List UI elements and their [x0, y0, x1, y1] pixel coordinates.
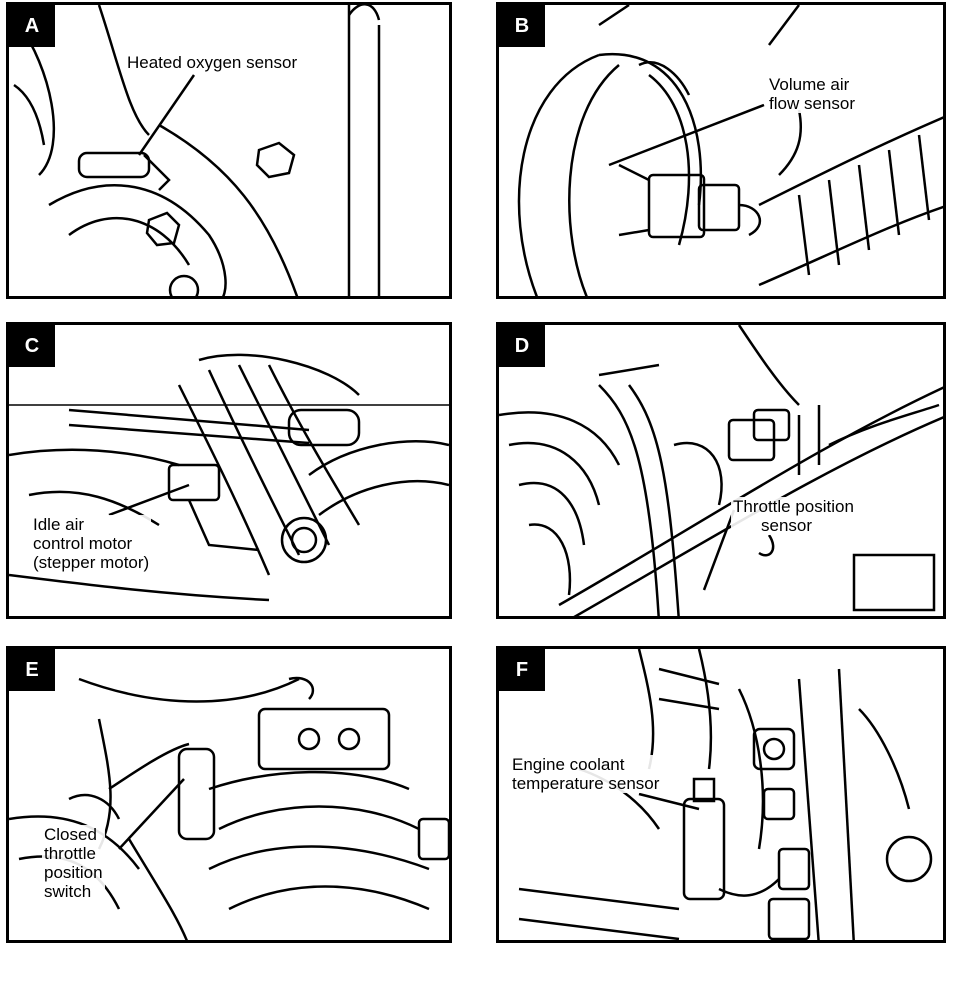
engine-coolant-temperature-sensor-label: Engine coolant temperature sensor — [510, 755, 662, 793]
throttle-position-sensor-label: Throttle position sensor — [731, 497, 856, 535]
closed-throttle-position-switch-illustration — [9, 676, 449, 940]
panel-e: E Closed throttle position switch — [6, 646, 452, 943]
engine-coolant-temperature-sensor-illustration — [518, 649, 933, 940]
panel-f: F Engine coolant temperature sensor — [496, 646, 946, 943]
panel-letter-b: B — [499, 5, 545, 47]
heated-oxygen-sensor-label: Heated oxygen sensor — [125, 53, 300, 72]
panel-d: D Throttle position sensor — [496, 322, 946, 619]
idle-air-control-motor-label: Idle air control motor (stepper motor) — [31, 515, 152, 572]
idle-air-control-motor-illustration — [9, 353, 449, 602]
panel-letter-c: C — [9, 325, 55, 367]
panel-letter-a: A — [9, 5, 55, 47]
panel-c: C Idle air control motor (stepper motor) — [6, 322, 452, 619]
throttle-position-sensor-illustration — [499, 325, 943, 616]
panel-b: B Volume air flow sensor — [496, 2, 946, 299]
panel-letter-f: F — [499, 649, 545, 691]
panel-letter-e: E — [9, 649, 55, 691]
volume-air-flow-sensor-label: Volume air flow sensor — [767, 75, 857, 113]
panel-letter-d: D — [499, 325, 545, 367]
panel-a: A Heated oxygen sensor — [6, 2, 452, 299]
volume-air-flow-sensor-illustration — [517, 5, 943, 296]
closed-throttle-position-switch-label: Closed throttle position switch — [42, 825, 105, 901]
oxygen-sensor-illustration — [13, 5, 381, 296]
